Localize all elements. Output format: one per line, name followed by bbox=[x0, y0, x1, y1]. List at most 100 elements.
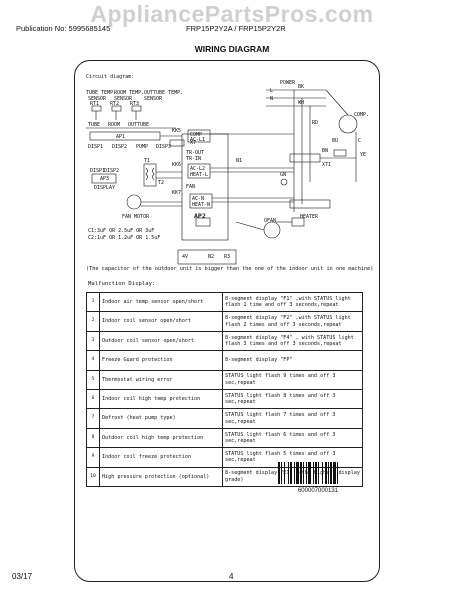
barcode-bar bbox=[294, 462, 295, 484]
row-number: 1 bbox=[86, 291, 100, 313]
barcode-bar bbox=[306, 462, 307, 484]
svg-text:COMP: COMP bbox=[190, 132, 202, 138]
fault-name: Indoor coil freeze protection bbox=[99, 447, 223, 468]
svg-text:KK7: KK7 bbox=[172, 190, 181, 196]
svg-text:DISP2: DISP2 bbox=[104, 168, 119, 174]
svg-text:YE: YE bbox=[360, 152, 366, 158]
svg-text:KK6: KK6 bbox=[172, 162, 181, 168]
svg-text:4V: 4V bbox=[182, 254, 188, 260]
svg-text:C: C bbox=[358, 138, 361, 144]
barcode-bar bbox=[300, 462, 302, 484]
svg-text:C1:3uF OR 2.5uF OR 3uF: C1:3uF OR 2.5uF OR 3uF bbox=[88, 228, 154, 234]
fault-name: Indoor coil high temp protection bbox=[99, 388, 223, 410]
display-code: 8-segment display "F4" , with STATUS lig… bbox=[222, 330, 363, 352]
barcode-bar bbox=[296, 462, 299, 484]
svg-text:BU: BU bbox=[332, 138, 338, 144]
barcode-bar bbox=[325, 462, 327, 484]
row-number: 8 bbox=[86, 427, 100, 449]
svg-text:GN: GN bbox=[280, 172, 286, 178]
circuit-label: Circuit diagram: bbox=[86, 74, 134, 80]
display-code: 8-segment display "E1" ,(the highest dis… bbox=[222, 466, 363, 487]
svg-text:RD: RD bbox=[312, 120, 318, 126]
barcode-bar bbox=[288, 462, 289, 484]
svg-text:R3: R3 bbox=[224, 254, 230, 260]
svg-text:DISP3: DISP3 bbox=[156, 144, 171, 150]
svg-text:AC-L2: AC-L2 bbox=[190, 166, 205, 172]
svg-text:OUTTUBE TEMP.: OUTTUBE TEMP. bbox=[144, 90, 183, 96]
svg-text:TR-OUT: TR-OUT bbox=[186, 150, 204, 156]
page-title: WIRING DIAGRAM bbox=[194, 44, 270, 54]
row-number: 3 bbox=[86, 330, 100, 352]
svg-text:L: L bbox=[270, 88, 273, 94]
row-number: 5 bbox=[86, 369, 100, 390]
barcode-bar bbox=[333, 462, 336, 484]
display-code: 8-segment display "F2" ,with STATUS ligh… bbox=[222, 311, 363, 332]
svg-text:HEAT-N: HEAT-N bbox=[192, 202, 210, 208]
barcode-bar bbox=[315, 462, 317, 484]
barcode-bar bbox=[284, 462, 285, 484]
svg-text:AP3: AP3 bbox=[100, 176, 109, 182]
svg-text:TUBE TEMP.: TUBE TEMP. bbox=[86, 90, 116, 96]
publication-number: Publication No: 5995685145 bbox=[16, 24, 111, 33]
svg-text:HEAT-L: HEAT-L bbox=[190, 172, 208, 178]
fault-name: Defrost (heat pump type) bbox=[99, 408, 223, 429]
row-number: 2 bbox=[86, 311, 100, 332]
svg-text:X71: X71 bbox=[322, 162, 331, 168]
display-code: STATUS light flash 7 times and off 3 sec… bbox=[222, 408, 363, 429]
display-code: STATUS light flash 6 times and off 3 sec… bbox=[222, 427, 363, 449]
svg-text:DISPLAY: DISPLAY bbox=[94, 185, 115, 191]
display-code: 8-segment display "FP" bbox=[222, 350, 363, 371]
barcode-bar bbox=[290, 462, 292, 484]
svg-text:N2: N2 bbox=[208, 254, 214, 260]
svg-text:RT1: RT1 bbox=[90, 101, 99, 107]
svg-text:KK5: KK5 bbox=[172, 128, 181, 134]
fault-name: Thermostat wiring error bbox=[99, 369, 223, 390]
svg-text:TUBE: TUBE bbox=[88, 122, 100, 128]
footer-date: 03/17 bbox=[12, 572, 33, 581]
svg-text:COMP.: COMP. bbox=[354, 112, 369, 118]
barcode-bar bbox=[281, 462, 282, 484]
svg-text:T1: T1 bbox=[144, 158, 150, 164]
svg-text:WH: WH bbox=[298, 100, 304, 106]
watermark: AppliancePartsPros.com bbox=[90, 1, 374, 27]
capacitor-note: (The capacitor of the outdoor unit is bi… bbox=[86, 266, 374, 272]
malfunction-title: Malfunction Display: bbox=[88, 281, 156, 287]
sensor-headers: TUBE TEMP. ROOM TEMP. OUTTUBE TEMP. SENS… bbox=[86, 90, 183, 102]
svg-text:RT2: RT2 bbox=[110, 101, 119, 107]
fault-name: Indoor air temp sensor open/short bbox=[99, 291, 223, 313]
barcode-bars bbox=[278, 462, 338, 484]
row-number: 7 bbox=[86, 408, 100, 429]
barcode-bar bbox=[330, 462, 332, 484]
svg-text:POWER: POWER bbox=[280, 80, 296, 86]
svg-text:DISP2: DISP2 bbox=[112, 144, 127, 150]
svg-text:OUTTUBE: OUTTUBE bbox=[128, 122, 149, 128]
barcode-bar bbox=[313, 462, 314, 484]
fault-name: Indoor coil sensor open/short bbox=[99, 311, 223, 332]
svg-text:AC-N: AC-N bbox=[192, 196, 204, 202]
display-code: STATUS light flash 8 times and off 3 sec… bbox=[222, 388, 363, 410]
svg-text:SENSOR: SENSOR bbox=[88, 96, 107, 102]
svg-text:DISP1: DISP1 bbox=[88, 144, 103, 150]
svg-text:AP2: AP2 bbox=[194, 212, 206, 220]
row-number: 4 bbox=[86, 350, 100, 371]
svg-text:BK: BK bbox=[298, 84, 304, 90]
svg-text:OFAN: OFAN bbox=[264, 218, 276, 224]
fault-name: High pressure protection (optional) bbox=[99, 466, 223, 487]
svg-text:N1: N1 bbox=[236, 158, 242, 164]
svg-text:BN: BN bbox=[322, 148, 328, 154]
svg-text:C2:1uF OR 1.2uF OR 1.5uF: C2:1uF OR 1.2uF OR 1.5uF bbox=[88, 235, 160, 241]
barcode-bar bbox=[328, 462, 329, 484]
svg-text:AP1: AP1 bbox=[116, 134, 125, 140]
svg-text:PUMP: PUMP bbox=[136, 144, 148, 150]
row-number: 10 bbox=[86, 466, 100, 487]
svg-text:AC-L1: AC-L1 bbox=[190, 137, 205, 143]
